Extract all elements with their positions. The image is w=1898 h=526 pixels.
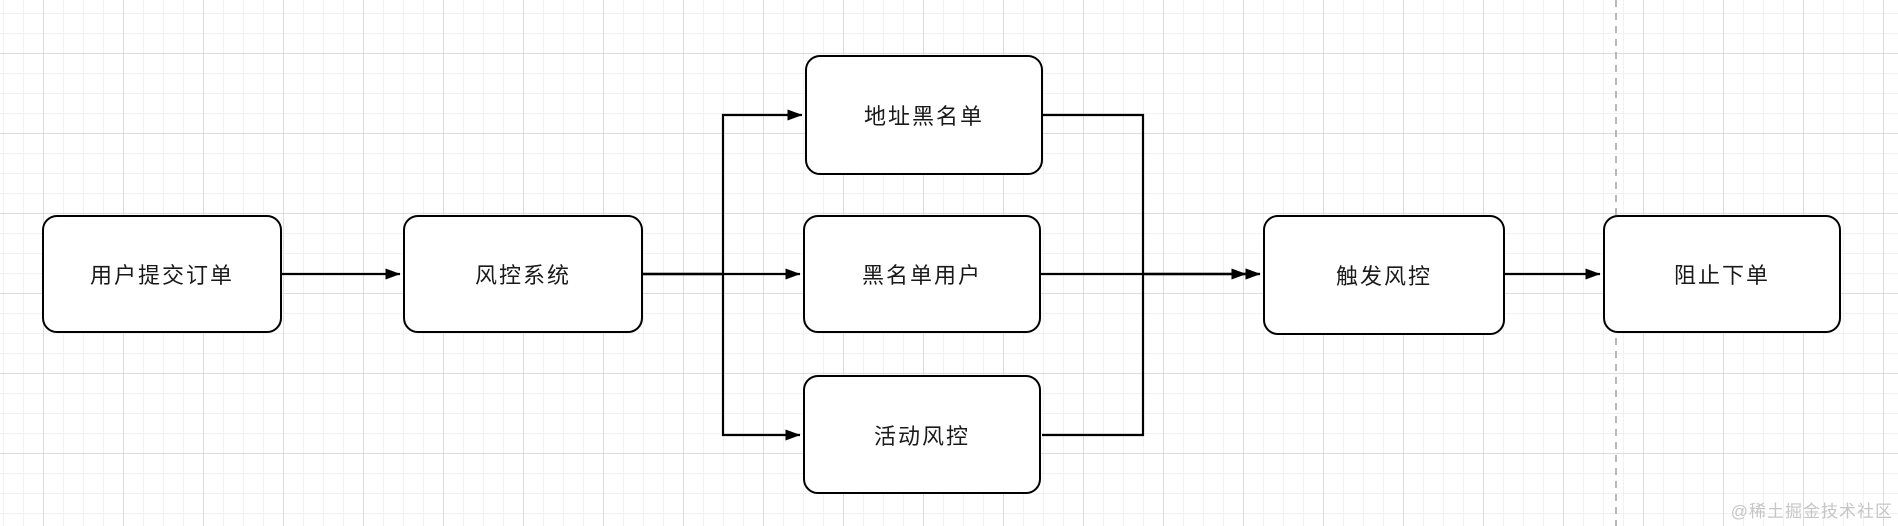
node-label: 触发风控 xyxy=(1335,264,1432,289)
node-block-order: 阻止下单 xyxy=(1603,215,1841,333)
node-blacklist-user: 黑名单用户 xyxy=(803,215,1041,333)
node-label: 黑名单用户 xyxy=(861,263,982,288)
watermark: @稀土掘金技术社区 xyxy=(1730,502,1893,521)
node-user-submit-order: 用户提交订单 xyxy=(42,215,282,333)
node-activity-risk-control: 活动风控 xyxy=(803,375,1041,494)
node-label: 地址黑名单 xyxy=(863,104,984,129)
node-label: 用户提交订单 xyxy=(89,263,234,288)
node-risk-control-system: 风控系统 xyxy=(403,215,643,333)
node-label: 活动风控 xyxy=(873,423,970,449)
node-trigger-risk-control: 触发风控 xyxy=(1263,215,1505,335)
node-address-blacklist: 地址黑名单 xyxy=(805,55,1043,175)
edge-risk-control-system-to-activity-risk-control xyxy=(643,272,801,441)
node-label: 风控系统 xyxy=(474,263,571,288)
node-label: 阻止下单 xyxy=(1673,263,1770,288)
